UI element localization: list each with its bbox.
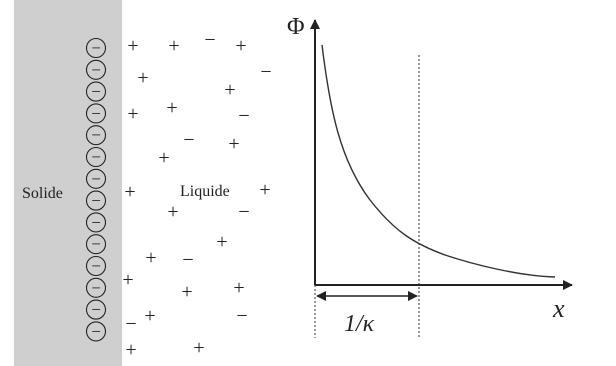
anion: − bbox=[260, 61, 271, 83]
anion: − bbox=[182, 249, 193, 271]
anion: − bbox=[204, 29, 215, 51]
surface-charge-minus: − bbox=[91, 213, 101, 232]
surface-charge-circle bbox=[85, 103, 107, 124]
surface-charge-circle bbox=[85, 321, 107, 342]
cation: + bbox=[216, 231, 227, 253]
surface-charge-circle bbox=[85, 299, 107, 320]
anion: − bbox=[238, 201, 249, 223]
surface-charge: − bbox=[85, 234, 107, 255]
potential-curve bbox=[321, 44, 556, 278]
solid-label: Solide bbox=[22, 185, 63, 202]
surface-charge: − bbox=[85, 146, 107, 168]
surface-charge-circle bbox=[85, 234, 107, 255]
cation: + bbox=[224, 79, 235, 101]
surface-charge: − bbox=[85, 81, 107, 102]
cation: + bbox=[168, 35, 179, 57]
anion: − bbox=[183, 129, 194, 151]
surface-charge: − bbox=[85, 59, 107, 80]
surface-charge: − bbox=[85, 168, 107, 189]
surface-charge-minus: − bbox=[91, 39, 101, 58]
cation: + bbox=[235, 35, 246, 57]
cation: + bbox=[167, 201, 178, 223]
cation: + bbox=[124, 181, 135, 203]
surface-charge-circle bbox=[85, 255, 107, 277]
cation: + bbox=[193, 337, 204, 359]
surface-charge-circle bbox=[85, 59, 107, 80]
surface-charge: − bbox=[85, 277, 107, 298]
cation: + bbox=[137, 67, 148, 89]
surface-charge-minus: − bbox=[91, 191, 101, 210]
surface-charge-minus: − bbox=[91, 169, 101, 188]
x-axis-label: x bbox=[552, 294, 565, 323]
surface-charge-circle bbox=[85, 146, 107, 168]
cation: + bbox=[145, 247, 156, 269]
cation: + bbox=[166, 97, 177, 119]
cation: + bbox=[158, 147, 169, 169]
surface-charge-minus: − bbox=[91, 126, 101, 145]
surface-charge-circle bbox=[85, 277, 107, 298]
cation: + bbox=[233, 277, 244, 299]
surface-charge: − bbox=[85, 125, 107, 146]
anion: − bbox=[238, 105, 249, 127]
cation: + bbox=[228, 133, 239, 155]
surface-charge-minus: − bbox=[91, 300, 101, 319]
surface-charge-circle bbox=[85, 81, 107, 102]
surface-charge: − bbox=[85, 37, 107, 59]
anion: − bbox=[236, 305, 247, 327]
surface-charge-minus: − bbox=[91, 257, 101, 276]
surface-charge-minus: − bbox=[91, 278, 101, 297]
cation: + bbox=[125, 339, 136, 361]
y-axis-label: Φ bbox=[287, 14, 305, 40]
ions: ++++++++++++++++++++−−−−−−−− bbox=[122, 29, 271, 361]
liquid-label: Liquide bbox=[180, 183, 230, 200]
surface-charges: − − − − − − − − − − − − − − bbox=[85, 37, 107, 342]
surface-charge: − bbox=[85, 255, 107, 277]
surface-charge-circle bbox=[85, 168, 107, 189]
surface-charge-minus: − bbox=[91, 82, 101, 101]
debye-length-label: 1/κ bbox=[344, 311, 375, 337]
surface-charge-circle bbox=[85, 125, 107, 146]
surface-charge-minus: − bbox=[91, 60, 101, 79]
surface-charge-circle bbox=[85, 37, 107, 59]
surface-charge: − bbox=[85, 299, 107, 320]
cation: + bbox=[127, 103, 138, 125]
anion: − bbox=[125, 313, 136, 335]
surface-charge: − bbox=[85, 190, 107, 211]
surface-charge: − bbox=[85, 103, 107, 124]
surface-charge-minus: − bbox=[91, 104, 101, 123]
surface-charge-minus: − bbox=[91, 235, 101, 254]
cation: + bbox=[122, 269, 133, 291]
surface-charge: − bbox=[85, 321, 107, 342]
cation: + bbox=[181, 281, 192, 303]
cation: + bbox=[259, 179, 270, 201]
surface-charge-minus: − bbox=[91, 148, 101, 167]
surface-charge-circle bbox=[85, 190, 107, 211]
surface-charge-circle bbox=[85, 212, 107, 233]
surface-charge-minus: − bbox=[91, 322, 101, 341]
cation: + bbox=[127, 35, 138, 57]
surface-charge: − bbox=[85, 212, 107, 233]
cation: + bbox=[144, 305, 155, 327]
